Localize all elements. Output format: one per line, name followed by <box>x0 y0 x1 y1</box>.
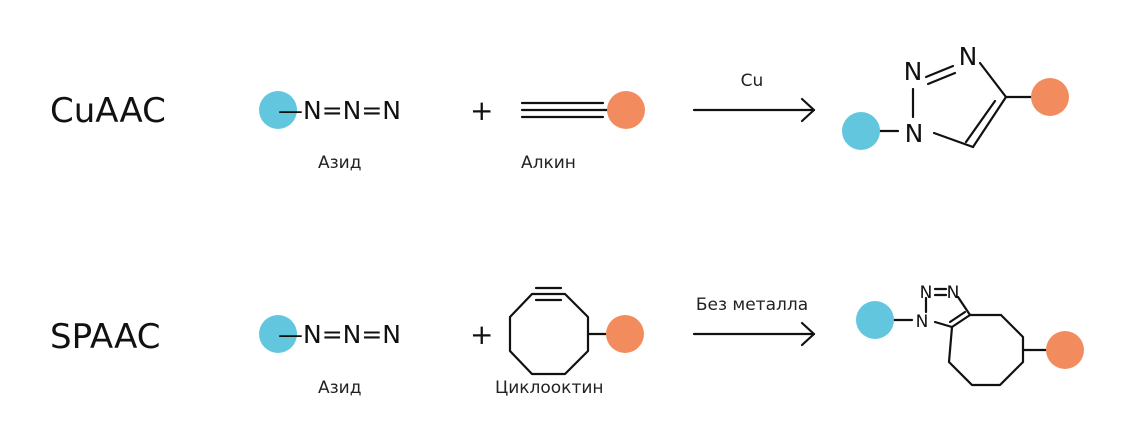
ring-bond <box>978 61 1008 99</box>
cyclooctane-ring <box>947 313 1025 387</box>
triazole-product-2: N N N <box>856 283 1084 387</box>
azide-label: Азид <box>318 153 361 173</box>
azide-reactant-1: —N=N=N Азид <box>259 91 401 173</box>
alkyne-label: Алкин <box>521 153 576 173</box>
azide-substituent-dot <box>842 112 880 150</box>
row-spaac: SPAAC —N=N=N Азид + Циклооктин Без метал… <box>50 283 1084 398</box>
alkyne-substituent-dot <box>607 91 645 129</box>
azide-formula: —N=N=N <box>278 96 401 125</box>
alkyne-substituent-dot <box>606 315 644 353</box>
ring-bond <box>950 313 972 329</box>
alkyne-substituent-dot <box>1031 78 1069 116</box>
ring-bond <box>926 71 957 86</box>
azide-substituent-dot <box>259 91 297 129</box>
reaction-name-cuaac: CuAAC <box>50 91 166 131</box>
nitrogen-atom: N <box>920 283 933 303</box>
ring-bond <box>948 310 967 324</box>
plus-sign: + <box>470 318 493 351</box>
nitrogen-atom: N <box>904 57 923 86</box>
row-cuaac: CuAAC —N=N=N Азид + Алкин Cu <box>50 42 1069 173</box>
cyclooctyne-ring <box>508 292 590 376</box>
ring-bond <box>932 131 975 149</box>
azide-label: Азид <box>318 378 361 398</box>
ring-bond <box>971 95 1008 149</box>
azide-substituent-dot <box>856 301 894 339</box>
azide-substituent-dot <box>259 315 297 353</box>
condition-label: Cu <box>741 71 764 91</box>
nitrogen-atom: N <box>959 42 978 71</box>
azide-formula: —N=N=N <box>278 320 401 349</box>
alkyne-reactant: Алкин <box>520 91 645 173</box>
condition-label: Без металла <box>696 295 808 315</box>
ring-bond <box>924 64 955 79</box>
arrow-head <box>800 97 816 123</box>
triazole-product-1: N N N <box>842 42 1069 150</box>
ring-bond <box>956 295 972 317</box>
alkyne-substituent-dot <box>1046 331 1084 369</box>
cyclooctyne-label: Циклооктин <box>495 378 604 398</box>
nitrogen-atom: N <box>947 283 960 303</box>
nitrogen-atom: N <box>916 312 929 332</box>
reaction-name-spaac: SPAAC <box>50 317 161 357</box>
arrow-head <box>800 321 816 347</box>
cyclooctyne-reactant: Циклооктин <box>495 286 644 398</box>
ring-bond <box>964 99 997 144</box>
ring-bond <box>933 320 954 329</box>
azide-reactant-2: —N=N=N Азид <box>259 315 401 398</box>
reaction-arrow-1: Cu <box>692 71 816 123</box>
reaction-arrow-2: Без металла <box>692 295 816 347</box>
nitrogen-atom: N <box>905 119 924 148</box>
plus-sign: + <box>470 94 493 127</box>
